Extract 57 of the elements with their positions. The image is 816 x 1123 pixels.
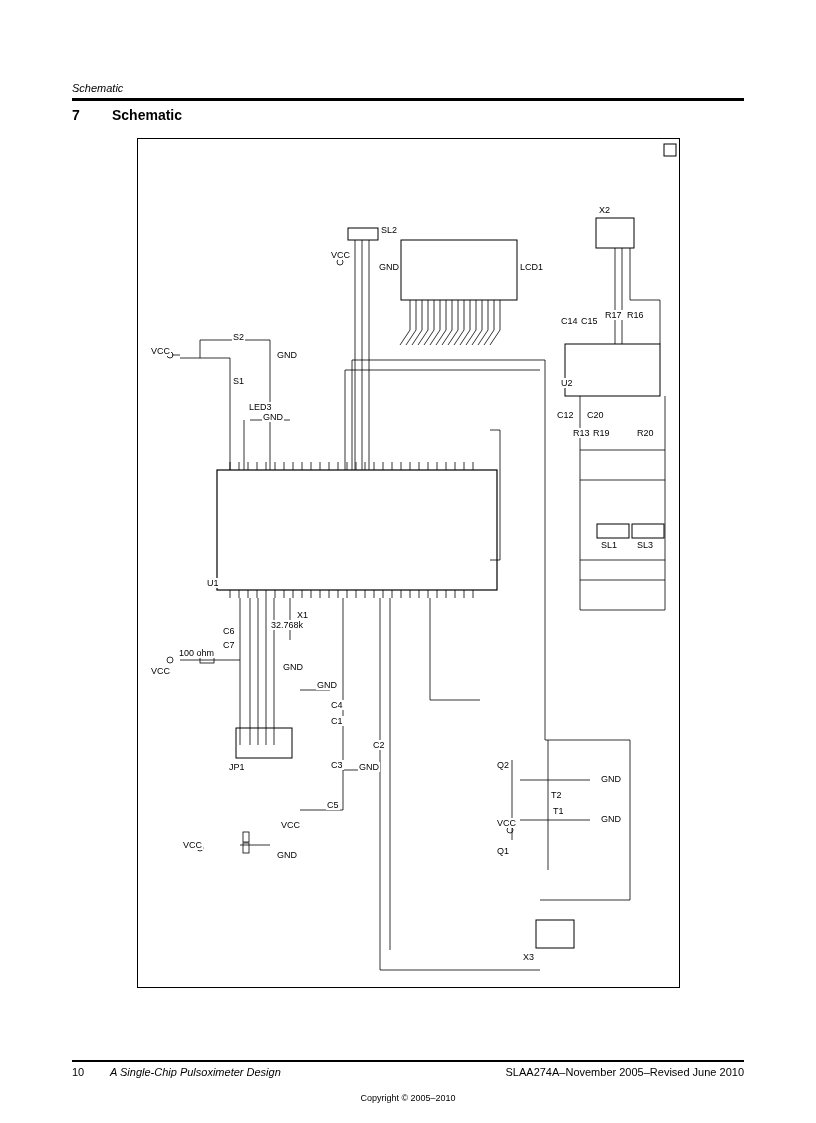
copyright-notice: Copyright © 2005–2010 [360, 1093, 456, 1103]
component-designator: SL3 [636, 540, 654, 550]
component-designator: S1 [232, 376, 245, 386]
document-id: SLAA274A–November 2005–Revised June 2010 [505, 1066, 744, 1078]
component-value: 100 ohm [178, 648, 216, 658]
component-designator: Q2 [496, 760, 510, 770]
net-label: VCC [496, 818, 517, 828]
component-designator: LCD1 [519, 262, 544, 272]
component-designator: R20 [636, 428, 655, 438]
section-number: 7 [72, 107, 80, 123]
component-value: 32.768k [270, 620, 305, 630]
net-label: GND [600, 814, 622, 824]
component-designator: C3 [330, 760, 344, 770]
component-designator: S2 [232, 332, 245, 342]
component-designator: R17 [604, 310, 623, 320]
net-label: VCC [182, 840, 203, 850]
component-designator: LED3 [248, 402, 273, 412]
component-designator: T2 [550, 790, 563, 800]
component-designator: C5 [326, 800, 340, 810]
net-label: GND [358, 762, 380, 772]
section-title: Schematic [112, 107, 183, 123]
net-label: VCC [330, 250, 351, 260]
net-label: GND [262, 412, 284, 422]
component-designator: C4 [330, 700, 344, 710]
net-label: GND [282, 662, 304, 672]
component-designator: Q1 [496, 846, 510, 856]
component-designator: C7 [222, 640, 236, 650]
component-designator: C14 [560, 316, 579, 326]
component-designator: R16 [626, 310, 645, 320]
net-label: VCC [280, 820, 301, 830]
net-label: GND [276, 350, 298, 360]
component-designator: X3 [522, 952, 535, 962]
component-designator: T1 [552, 806, 565, 816]
component-designator: X1 [296, 610, 309, 620]
component-designator: R19 [592, 428, 611, 438]
document-title: A Single-Chip Pulsoximeter Design [110, 1066, 281, 1078]
net-label: VCC [150, 666, 171, 676]
page-number: 10 [72, 1066, 85, 1078]
component-designator: C15 [580, 316, 599, 326]
net-label: VCC [150, 346, 171, 356]
component-designator: SL1 [600, 540, 618, 550]
component-designator: C2 [372, 740, 386, 750]
net-label: GND [378, 262, 400, 272]
net-label: GND [600, 774, 622, 784]
running-header: Schematic [72, 82, 124, 94]
component-designator: U1 [206, 578, 220, 588]
component-designator: JP1 [228, 762, 246, 772]
component-designator: C1 [330, 716, 344, 726]
component-designator: C6 [222, 626, 236, 636]
net-label: GND [316, 680, 338, 690]
component-designator: X2 [598, 205, 611, 215]
component-designator: C12 [556, 410, 575, 420]
component-designator: SL2 [380, 225, 398, 235]
component-designator: R13 [572, 428, 591, 438]
component-designator: U2 [560, 378, 574, 388]
net-label: GND [276, 850, 298, 860]
component-designator: C20 [586, 410, 605, 420]
